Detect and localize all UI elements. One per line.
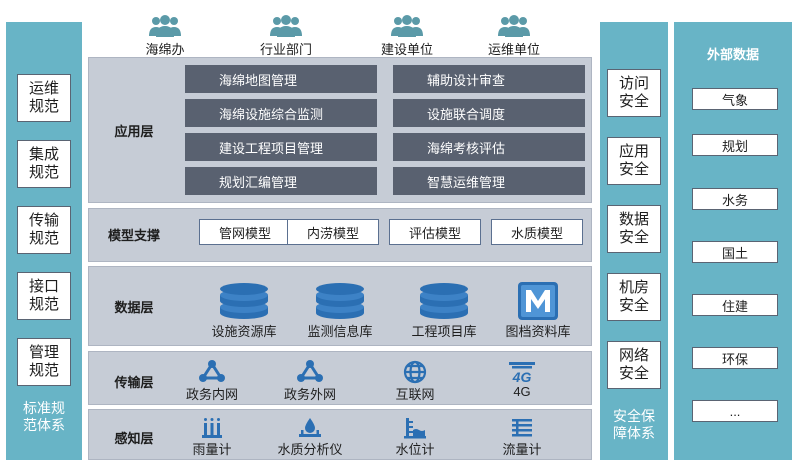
trans-node: 政务内网: [157, 360, 267, 403]
app-item: 海绵考核评估: [393, 133, 585, 161]
4g-signal-icon: 4G: [509, 362, 535, 384]
user-label: 建设单位: [380, 42, 433, 57]
database-icon: [220, 283, 268, 319]
layer-title-model: 模型支撑: [107, 228, 160, 243]
data-node-label: 工程项目库: [411, 324, 477, 339]
water-level-icon: [404, 418, 426, 439]
sensor-label: 雨量计: [192, 442, 232, 457]
user-label: 运维单位: [487, 42, 540, 57]
data-node-label: 监测信息库: [307, 324, 373, 339]
sensor-node: 水位计: [360, 417, 470, 458]
share-network-icon: [297, 360, 323, 382]
model-support-layer: 模型支撑 管网模型 内涝模型 评估模型 水质模型: [88, 208, 592, 262]
model-box: 管网模型: [199, 219, 291, 245]
security-box-4: 机房安全: [607, 273, 661, 321]
external-item: 住建: [692, 294, 778, 316]
sensor-node: 水质分析仪: [255, 417, 365, 458]
data-node: 设施资源库: [189, 281, 299, 340]
globe-icon: [403, 360, 427, 384]
trans-node-label: 政务外网: [283, 387, 336, 402]
model-box: 评估模型: [389, 219, 481, 245]
trans-node: 4G 4G: [467, 360, 577, 399]
database-icon: [420, 283, 468, 319]
model-box: 水质模型: [491, 219, 583, 245]
transmission-layer: 传输层 政务内网 政务外网 互联网 4G 4G: [88, 351, 592, 405]
user-sponge-office: 海绵办: [125, 14, 205, 58]
water-quality-icon: [299, 418, 321, 437]
user-label: 行业部门: [259, 42, 312, 57]
trans-node-label: 互联网: [395, 387, 435, 402]
database-icon: [316, 283, 364, 319]
security-footer: 安全保障体系: [613, 408, 655, 441]
perception-layer: 感知层 雨量计 水质分析仪 水位计 流量计: [88, 409, 592, 460]
sensor-node: 雨量计: [157, 417, 267, 458]
data-node: 监测信息库: [285, 281, 395, 340]
trans-node-label: 政务内网: [185, 387, 238, 402]
application-layer: 应用层 海绵地图管理 辅助设计审查 海绵设施综合监测 设施联合调度 建设工程项目…: [88, 57, 592, 203]
layer-title-app: 应用层: [114, 124, 154, 139]
data-node: 图档资料库: [483, 281, 593, 340]
external-item: ...: [692, 400, 778, 422]
people-group-icon: [391, 15, 423, 37]
standards-footer: 标准规范体系: [23, 400, 65, 433]
sensor-label: 水位计: [395, 442, 435, 457]
layer-title-trans: 传输层: [114, 375, 154, 390]
model-box: 内涝模型: [287, 219, 379, 245]
standards-column: 运维规范 集成规范 传输规范 接口规范 管理规范 标准规范体系: [6, 22, 82, 460]
standard-box-5: 管理规范: [17, 338, 71, 386]
flow-meter-icon: [512, 419, 532, 437]
app-item: 辅助设计审查: [393, 65, 585, 93]
external-item: 规划: [692, 134, 778, 156]
sensor-label: 流量计: [502, 442, 542, 457]
trans-node-label: 4G: [513, 384, 531, 399]
standard-box-3: 传输规范: [17, 206, 71, 254]
trans-node: 政务外网: [255, 360, 365, 403]
svg-text:4G: 4G: [512, 369, 532, 384]
standard-box-4: 接口规范: [17, 272, 71, 320]
security-box-5: 网络安全: [607, 341, 661, 389]
rain-gauge-icon: [202, 418, 222, 438]
external-item: 国土: [692, 241, 778, 263]
external-item: 环保: [692, 347, 778, 369]
app-item: 海绵地图管理: [185, 65, 377, 93]
security-box-2: 应用安全: [607, 137, 661, 185]
layer-title-data: 数据层: [114, 300, 154, 315]
standard-box-1: 运维规范: [17, 74, 71, 122]
user-industry-dept: 行业部门: [246, 14, 326, 58]
security-column: 访问安全 应用安全 数据安全 机房安全 网络安全 安全保障体系: [600, 22, 668, 460]
app-item: 智慧运维管理: [393, 167, 585, 195]
app-item: 规划汇编管理: [185, 167, 377, 195]
share-network-icon: [199, 360, 225, 382]
trans-node: 互联网: [360, 360, 470, 403]
external-data-column: 外部数据 气象 规划 水务 国土 住建 环保 ...: [674, 22, 792, 460]
security-box-1: 访问安全: [607, 69, 661, 117]
layer-title-perc: 感知层: [114, 431, 154, 446]
external-item: 气象: [692, 88, 778, 110]
app-item: 海绵设施综合监测: [185, 99, 377, 127]
people-group-icon: [270, 15, 302, 37]
data-node: 工程项目库: [389, 281, 499, 340]
archive-m-icon: [518, 282, 558, 320]
app-item: 建设工程项目管理: [185, 133, 377, 161]
user-construction-unit: 建设单位: [367, 14, 447, 58]
data-layer: 数据层 设施资源库 监测信息库 工程项目库 图档资料库: [88, 266, 592, 346]
user-label: 海绵办: [145, 42, 185, 57]
people-group-icon: [149, 15, 181, 37]
data-node-label: 设施资源库: [211, 324, 277, 339]
sensor-label: 水质分析仪: [277, 442, 343, 457]
sensor-node: 流量计: [467, 417, 577, 458]
external-title: 外部数据: [706, 47, 759, 62]
user-operation-unit: 运维单位: [474, 14, 554, 58]
data-node-label: 图档资料库: [505, 324, 571, 339]
security-box-3: 数据安全: [607, 205, 661, 253]
external-item: 水务: [692, 188, 778, 210]
standard-box-2: 集成规范: [17, 140, 71, 188]
people-group-icon: [498, 15, 530, 37]
app-item: 设施联合调度: [393, 99, 585, 127]
